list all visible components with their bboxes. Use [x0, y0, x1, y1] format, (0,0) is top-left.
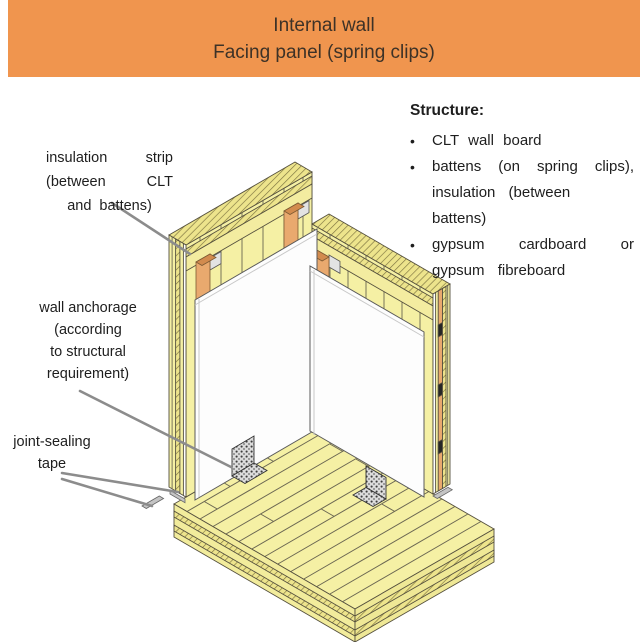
- structure-item-line: CLT wall board: [432, 132, 542, 149]
- insulation-edge-strip: [175, 238, 181, 495]
- anchor-bracket-left-base: [231, 462, 268, 485]
- gypsum-edge-strip: [432, 291, 437, 495]
- floor-clt-layer-band: [354, 549, 495, 637]
- title-banner: Internal wall Facing panel (spring clips…: [8, 0, 640, 77]
- leader-lines: [60, 201, 233, 508]
- spring-clip: [437, 321, 443, 338]
- structure-item-line: battens (on spring clips),: [432, 158, 634, 175]
- structure-item: • CLT wall board: [410, 128, 634, 154]
- bullet-icon: •: [410, 133, 415, 149]
- bullet-icon: •: [410, 159, 415, 175]
- structure-item-line: gypsum cardboard or: [432, 236, 634, 253]
- anchor-bracket-right-base: [352, 486, 387, 508]
- title-line2: Facing panel (spring clips): [213, 41, 435, 63]
- spring-clip: [437, 438, 443, 455]
- panel-edge-line: [309, 270, 425, 435]
- annotation-joint-sealing-tape: joint-sealing tape: [4, 431, 100, 475]
- vertical-batten-top: [283, 202, 305, 215]
- annotation-line: to structural: [50, 344, 126, 360]
- annotation-insulation-strip: insulation strip (between CLT and batten…: [46, 146, 173, 218]
- gypsum-panel-left: [194, 228, 318, 501]
- leader-line-joint-tape-1: [60, 471, 180, 494]
- annotation-line: wall anchorage: [39, 300, 137, 316]
- structure-list: Structure: • CLT wall board • battens (o…: [410, 102, 634, 284]
- bullet-icon: •: [410, 237, 415, 253]
- annotation-line: (between CLT: [46, 174, 173, 190]
- structure-item-line: insulation (between: [432, 184, 571, 201]
- annotation-line: tape: [37, 456, 67, 472]
- annotation-line: (according: [54, 322, 122, 338]
- structure-item-line: gypsum fibreboard: [432, 262, 566, 279]
- annotation-line: insulation strip: [46, 150, 173, 166]
- vertical-batten-top: [195, 253, 217, 266]
- joint-sealing-tape-piece: [432, 486, 454, 499]
- structure-heading: Structure:: [410, 102, 485, 119]
- floor-clt-layer-band: [354, 535, 495, 623]
- structure-item-line: battens): [432, 210, 487, 227]
- leader-line-joint-tape-2: [60, 477, 154, 508]
- annotation-line: joint-sealing: [13, 434, 91, 450]
- panel-edge-line: [194, 233, 318, 497]
- title-line1: Internal wall: [273, 14, 375, 36]
- wall-anchors: [231, 435, 387, 508]
- spring-clip: [437, 381, 443, 398]
- leader-line-insulation-strip: [110, 201, 192, 256]
- structure-item: • gypsum cardboard or gypsum fibreboard: [410, 232, 634, 284]
- joint-sealing-tape-piece: [169, 489, 186, 504]
- structure-item: • battens (on spring clips), insulation …: [410, 154, 634, 232]
- annotation-line: and battens): [67, 198, 152, 214]
- spring-clip-battens: [195, 199, 341, 307]
- gypsum-edge-strip: [182, 242, 187, 498]
- annotation-wall-anchorage: wall anchorage (according to structural …: [22, 297, 154, 385]
- gypsum-panels: [194, 228, 425, 501]
- insulation-edge-strip: [442, 285, 447, 490]
- gypsum-panel-right: [309, 265, 425, 498]
- annotation-line: requirement): [46, 366, 130, 382]
- leader-line-wall-anchorage: [78, 389, 233, 469]
